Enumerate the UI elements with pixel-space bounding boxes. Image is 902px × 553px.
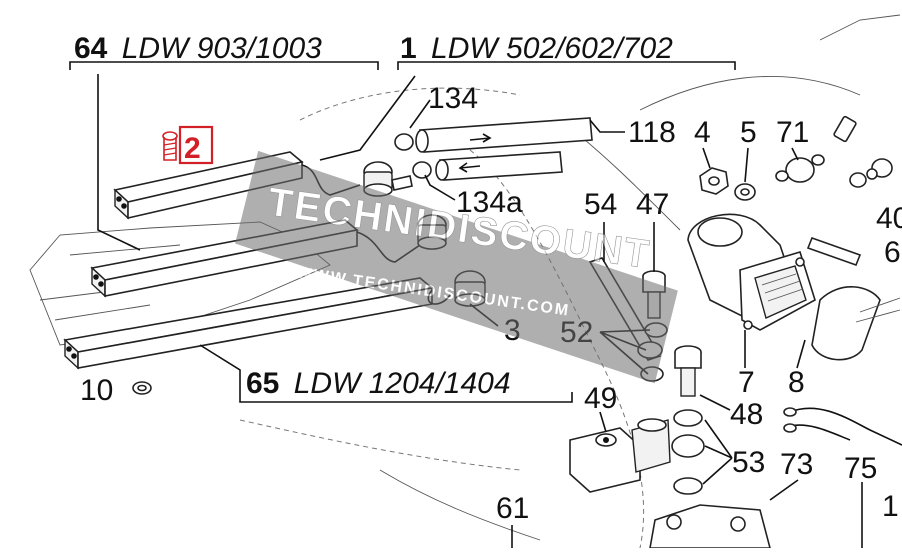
bolt-2 (162, 131, 178, 161)
header-64-num: 64 (74, 32, 108, 65)
washer-5 (734, 183, 756, 201)
callout-1-edge: 1 (882, 490, 899, 523)
callout-54: 54 (584, 188, 617, 221)
header-frame-1 (319, 61, 736, 161)
header-65: 65 LDW 1204/1404 (246, 367, 511, 400)
callout-40: 40 (876, 202, 902, 235)
header-1-num: 1 (400, 32, 417, 65)
bolt-48 (674, 345, 702, 397)
callout-5: 5 (740, 116, 757, 149)
watermark: TECHNIDISCOUNT WWW.TECHNIDISCOUNT.COM (235, 150, 678, 384)
callout-53: 53 (732, 446, 765, 479)
callout-48: 48 (730, 398, 763, 431)
header-64: 64 LDW 903/1003 (74, 32, 322, 65)
callout-73: 73 (780, 448, 813, 481)
washer-10 (132, 381, 152, 395)
header-frame-65 (199, 344, 573, 403)
callout-47: 47 (636, 188, 669, 221)
callout-49: 49 (584, 382, 617, 415)
header-64-text: LDW 903/1003 (122, 32, 322, 65)
valve-upper (363, 161, 413, 197)
solenoid-49 (569, 418, 671, 493)
header-1-text: LDW 502/602/702 (431, 32, 673, 65)
header-65-text: LDW 1204/1404 (294, 367, 511, 400)
callout-75: 75 (844, 452, 877, 485)
callout-61: 61 (496, 492, 529, 525)
callout-8: 8 (788, 366, 805, 399)
nut-4 (699, 167, 729, 195)
callout-10: 10 (80, 374, 113, 407)
callout-134: 134 (428, 82, 478, 115)
callout-2-highlight-box (178, 125, 214, 165)
callout-7: 7 (738, 366, 755, 399)
hose-clamps (394, 133, 432, 179)
callout-71: 71 (776, 116, 809, 149)
bracket-73 (649, 504, 772, 549)
callout-6: 6 (884, 236, 901, 269)
callout-134a: 134a (456, 186, 523, 219)
header-frame-64 (69, 61, 379, 251)
callout-118: 118 (628, 116, 676, 149)
washers-53 (671, 409, 705, 495)
banjo-71 (775, 115, 893, 188)
header-1: 1 LDW 502/602/702 (400, 32, 673, 65)
callout-4: 4 (694, 116, 711, 149)
hose-118 (415, 117, 593, 181)
feed-pump-7 (687, 213, 816, 331)
gasket-8 (811, 286, 901, 361)
watermark-band (235, 150, 678, 384)
callout-2: 2 (184, 132, 201, 165)
header-65-num: 65 (246, 367, 279, 400)
callout-labels: 2 134 118 4 5 71 134a 40 54 47 6 52 3 10… (80, 82, 902, 525)
fuel-rail-65 (63, 277, 434, 370)
pin-6 (806, 236, 862, 267)
wire-harness (783, 407, 902, 446)
